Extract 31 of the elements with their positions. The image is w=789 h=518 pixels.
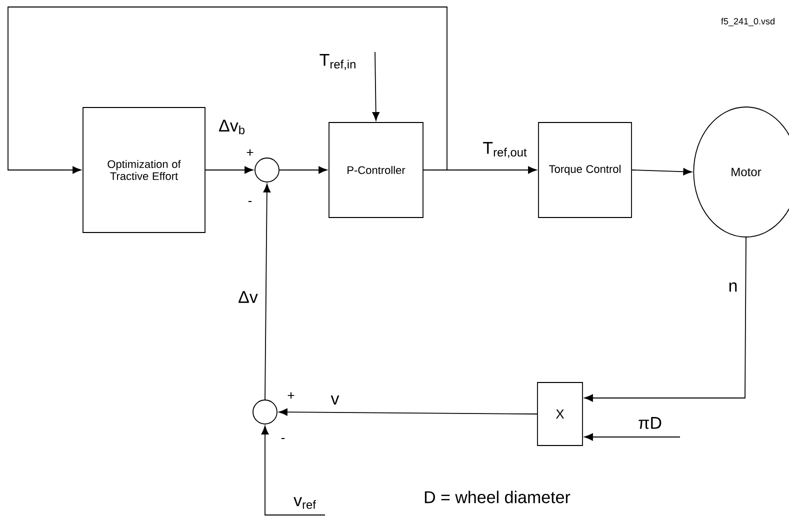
edge-label: v$_{ref}$: [292, 496, 318, 510]
edge-label: Δv$_{b}$: [218, 118, 246, 136]
arrow: [372, 52, 380, 121]
edge-label: v: [330, 394, 340, 406]
edge-label: n: [727, 281, 739, 293]
edge-label: T$_{ref,out}$: [482, 141, 528, 159]
arrow: [8, 6, 448, 174]
arrow: [584, 433, 680, 441]
block-box: X: [537, 382, 583, 446]
edge-label: T$_{ref,in}$: [318, 53, 358, 71]
file-name: f5_241_0.vsd: [721, 18, 774, 26]
summing-junction: [252, 400, 278, 424]
arrow: [278, 408, 538, 416]
arrow: [263, 184, 271, 400]
arrow: [423, 166, 537, 174]
arrow: [279, 166, 328, 174]
block-box: Torque Control: [538, 122, 632, 218]
block-box: P-Controller: [328, 122, 424, 218]
minus-sign: -: [281, 438, 285, 440]
summing-junction: [254, 158, 280, 182]
arrow: [205, 166, 254, 174]
note-text: D = wheel diameter: [424, 490, 570, 504]
arrow: [261, 426, 326, 516]
arrow: [584, 237, 746, 402]
arrow: [632, 168, 692, 176]
plus-sign: +: [288, 392, 294, 399]
edge-label: Δv: [237, 290, 259, 304]
minus-sign: -: [248, 201, 252, 202]
edge-label: πD: [637, 416, 663, 430]
plus-sign: +: [246, 149, 254, 156]
block-box: Optimization of Tractive Effort: [82, 107, 206, 233]
